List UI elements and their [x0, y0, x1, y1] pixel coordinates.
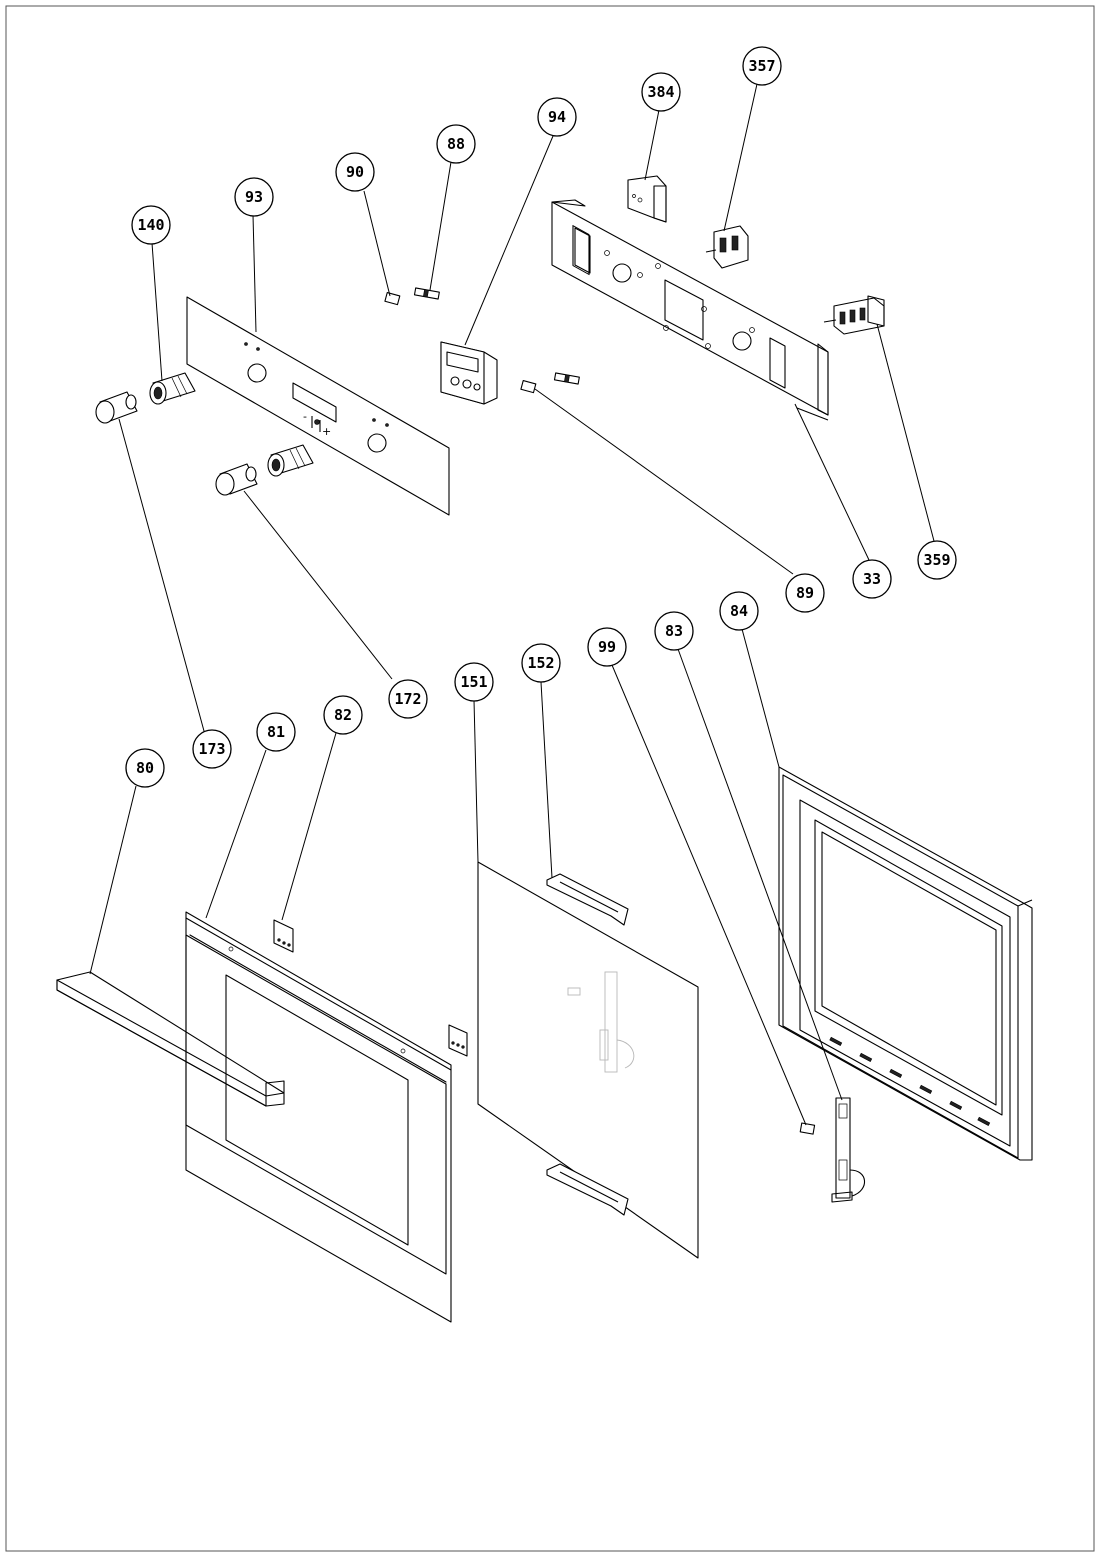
- leader-99: [611, 664, 807, 1126]
- label-80: 80: [136, 759, 154, 777]
- panel-minus-mark: -: [303, 410, 307, 423]
- knob-173: [95, 391, 138, 424]
- balloon-81: 81: [256, 712, 296, 752]
- leader-89: [534, 388, 794, 575]
- selector-switch-359: [823, 295, 885, 335]
- label-89: 89: [796, 584, 814, 602]
- label-84: 84: [730, 602, 748, 620]
- knob-bushing-part: [149, 372, 196, 405]
- glass-guide-top: [546, 873, 629, 926]
- outer-door-glass: [185, 911, 452, 1323]
- glass-clip-82b: [448, 1024, 468, 1057]
- leader-152: [540, 681, 553, 879]
- leader-173: [118, 418, 205, 732]
- label-384: 384: [647, 83, 674, 101]
- knob-bushing-part-2: [267, 444, 314, 477]
- cover-384: [627, 175, 667, 223]
- leader-81: [205, 749, 267, 919]
- leader-384: [644, 109, 660, 181]
- leader-lines: [89, 83, 935, 1126]
- leader-93: [252, 214, 257, 333]
- pin-88: [413, 287, 440, 300]
- drawing-frame: [5, 5, 1095, 1552]
- balloon-83: 83: [654, 611, 694, 651]
- label-99: 99: [598, 638, 616, 656]
- leader-33: [794, 403, 870, 561]
- balloon-140: 140: [131, 205, 171, 245]
- leader-140: [151, 242, 163, 382]
- leader-80: [89, 785, 137, 975]
- leader-359: [876, 323, 935, 542]
- balloon-357: 357: [742, 46, 782, 86]
- balloon-82: 82: [323, 695, 363, 735]
- label-82: 82: [334, 706, 352, 724]
- label-357: 357: [748, 57, 775, 75]
- label-173: 173: [198, 740, 225, 758]
- balloon-151: 151: [454, 662, 494, 702]
- leader-90: [363, 190, 391, 297]
- balloon-172: 172: [388, 679, 428, 719]
- glass-clip-82: [273, 919, 294, 953]
- balloon-80: 80: [125, 748, 165, 788]
- balloon-384: 384: [641, 72, 681, 112]
- pin-89-pair: [520, 372, 580, 394]
- balloon-90: 90: [335, 152, 375, 192]
- label-140: 140: [137, 216, 164, 234]
- leader-94: [464, 135, 554, 346]
- leader-82: [281, 732, 337, 921]
- hinge-83: [831, 1097, 866, 1203]
- leader-357: [723, 83, 758, 232]
- label-83: 83: [665, 622, 683, 640]
- label-359: 359: [923, 551, 950, 569]
- label-81: 81: [267, 723, 285, 741]
- balloon-89: 89: [785, 573, 825, 613]
- display-module: [440, 341, 498, 405]
- label-33: 33: [863, 570, 881, 588]
- switch-357: [705, 225, 749, 269]
- leader-83: [677, 648, 843, 1101]
- label-94: 94: [548, 108, 566, 126]
- label-93: 93: [245, 188, 263, 206]
- balloon-33: 33: [852, 559, 892, 599]
- balloon-359: 359: [917, 540, 957, 580]
- balloon-88: 88: [436, 124, 476, 164]
- label-90: 90: [346, 163, 364, 181]
- glass-guide-bottom: [546, 1163, 629, 1216]
- door-handle: [56, 971, 285, 1107]
- leader-172: [243, 490, 393, 680]
- control-bracket: [551, 199, 829, 421]
- balloon-94: 94: [537, 97, 577, 137]
- balloon-152: 152: [521, 643, 561, 683]
- panel-plus-mark: +: [322, 425, 331, 438]
- hinge-clip-99: [799, 1122, 816, 1135]
- inner-door-glass: [477, 861, 699, 1259]
- leader-84: [741, 628, 780, 768]
- leader-151: [473, 699, 479, 863]
- knob-172: [215, 463, 258, 496]
- label-151: 151: [460, 673, 487, 691]
- balloon-84: 84: [719, 591, 759, 631]
- label-172: 172: [394, 690, 421, 708]
- label-152: 152: [527, 654, 554, 672]
- inner-door-frame: [778, 766, 1033, 1161]
- balloon-173: 173: [192, 729, 232, 769]
- label-88: 88: [447, 135, 465, 153]
- control-panel-front: - +: [186, 296, 450, 516]
- leader-88: [429, 161, 452, 291]
- pin-90: [384, 292, 401, 306]
- balloon-93: 93: [234, 177, 274, 217]
- balloon-99: 99: [587, 627, 627, 667]
